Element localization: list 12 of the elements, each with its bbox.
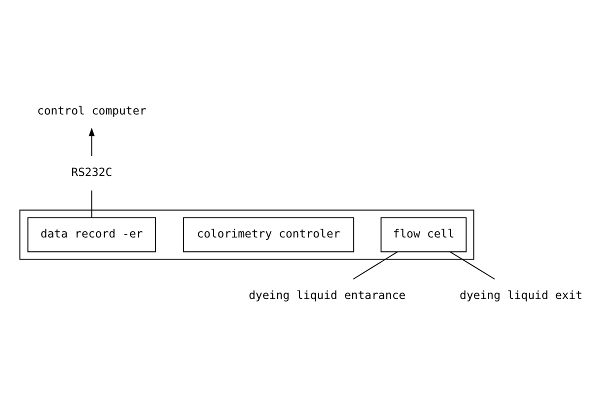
connector [91,190,92,218]
node-box: colorimetry controler [182,217,354,252]
node-text: dyeing liquid entarance [248,288,406,302]
node-text: dyeing liquid exit [460,288,582,302]
cluster [19,210,474,260]
node-box: data record -er [27,217,156,252]
node-text: RS232C [71,165,112,180]
node-text: control computer [37,104,146,118]
node-box: flow cell [380,217,467,252]
arrow [88,128,95,157]
connector [352,251,398,280]
connector [450,251,496,280]
